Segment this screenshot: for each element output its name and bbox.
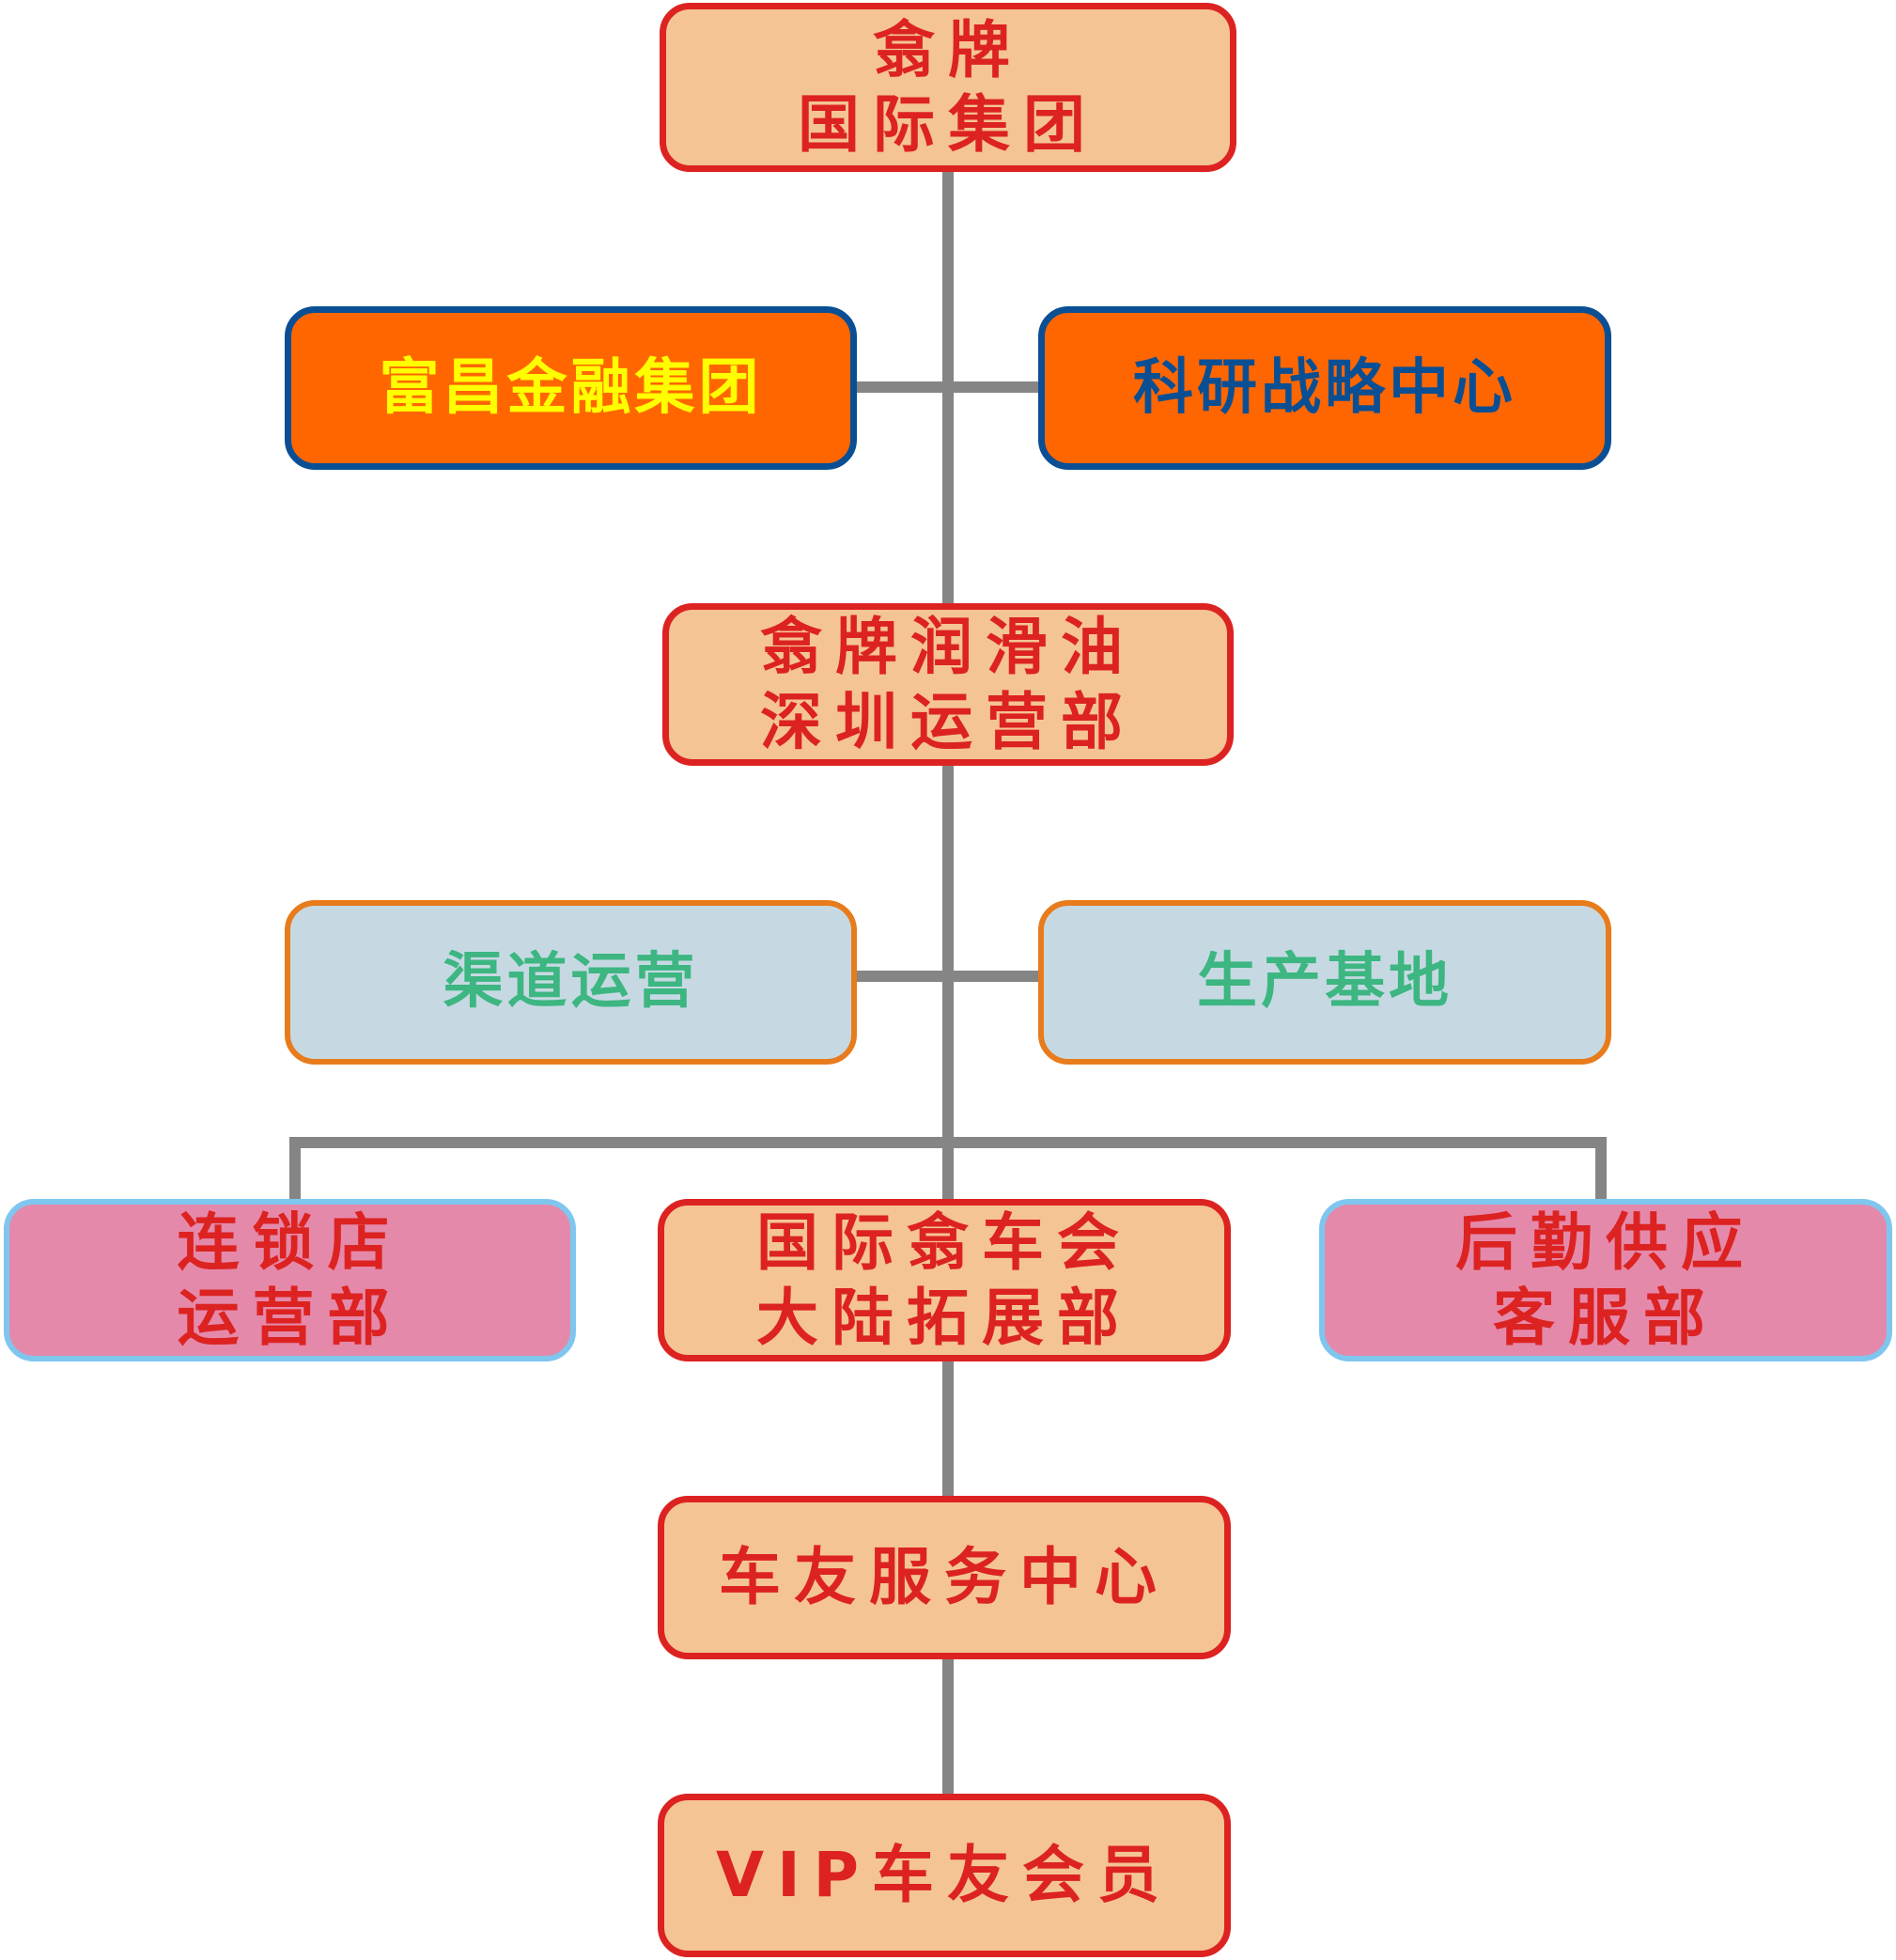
node-channel-label: 渠道运营	[443, 947, 699, 1018]
node-vip-label: VIP车友会员	[715, 1839, 1173, 1912]
node-finance-label: 富昌金融集团	[379, 352, 763, 423]
node-root-line-2: 国际集团	[798, 88, 1098, 161]
node-root-group[interactable]: 翕牌 国际集团	[660, 3, 1236, 172]
node-service-label: 车友服务中心	[719, 1541, 1170, 1614]
connector-bracket-left	[289, 1137, 301, 1203]
node-car-owner-service-center[interactable]: 车友服务中心	[658, 1496, 1231, 1659]
node-mainland-expansion[interactable]: 国际翕车会 大陆拓展部	[658, 1199, 1231, 1361]
node-finance-group[interactable]: 富昌金融集团	[285, 306, 857, 470]
connector-row4-horizontal	[855, 971, 1040, 982]
connector-trunk-lower	[942, 1360, 954, 1499]
node-chain-line-1: 连锁店	[177, 1206, 403, 1280]
connector-trunk-middle	[942, 764, 954, 1202]
node-chain-line-2: 运营部	[177, 1281, 403, 1354]
node-research-center[interactable]: 科研战略中心	[1038, 306, 1611, 470]
connector-trunk-bottom	[942, 1657, 954, 1796]
node-research-label: 科研战略中心	[1133, 352, 1516, 423]
connector-bracket-right	[1595, 1137, 1607, 1203]
node-logistics-line-2: 客服部	[1493, 1281, 1718, 1354]
node-shenzhen-line-1: 翕牌润滑油	[760, 611, 1136, 684]
connector-bracket-horizontal	[289, 1137, 1607, 1148]
node-mainland-line-2: 大陆拓展部	[756, 1281, 1132, 1354]
node-chain-store-operations[interactable]: 连锁店 运营部	[4, 1199, 576, 1361]
node-production-base[interactable]: 生产基地	[1038, 900, 1611, 1065]
node-logistics-line-1: 后勤供应	[1455, 1206, 1756, 1280]
node-vip-members[interactable]: VIP车友会员	[658, 1794, 1231, 1957]
node-shenzhen-operations[interactable]: 翕牌润滑油 深圳运营部	[662, 603, 1234, 766]
node-channel-operations[interactable]: 渠道运营	[285, 900, 857, 1065]
node-logistics-service[interactable]: 后勤供应 客服部	[1319, 1199, 1892, 1361]
node-mainland-line-1: 国际翕车会	[756, 1206, 1132, 1280]
node-shenzhen-line-2: 深圳运营部	[760, 685, 1136, 758]
node-production-label: 生产基地	[1197, 947, 1453, 1018]
connector-row2-horizontal	[855, 381, 1040, 393]
node-root-line-1: 翕牌	[873, 13, 1023, 86]
